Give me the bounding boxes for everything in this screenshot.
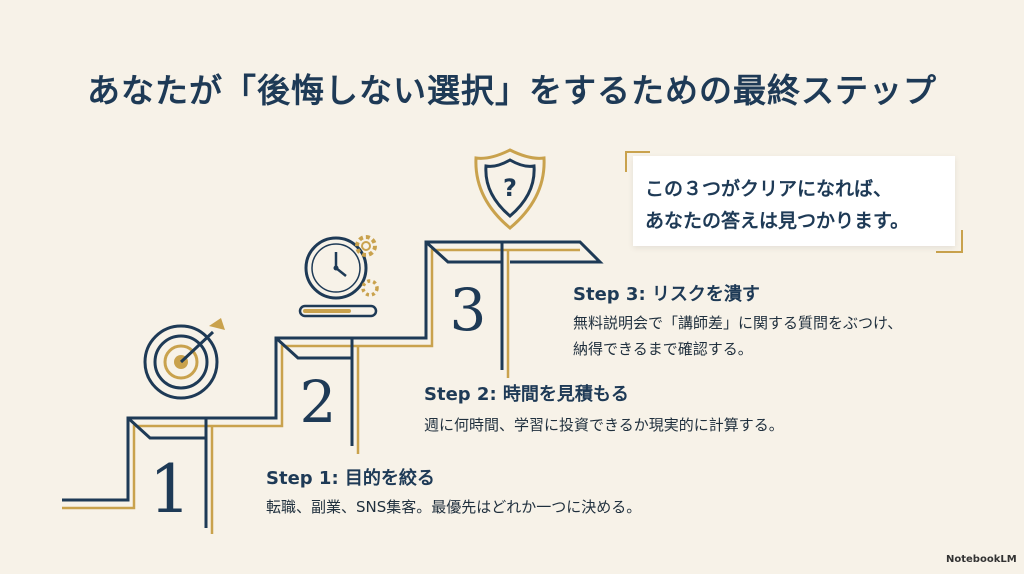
svg-text:?: ? [503,174,517,202]
step-1-title: Step 1: 目的を絞る [266,468,435,489]
step-number-2: 2 [300,368,337,436]
target-icon [143,318,225,400]
staircase-gold-outline [62,248,580,534]
callout-box: この３つがクリアになれば、 あなたの答えは見つかります。 [633,156,955,246]
step-3-desc-line1: 無料説明会で「講師差」に関する質問をぶつけ、 [573,314,903,332]
callout-frame [625,151,963,253]
brand-label: NotebookLM [946,554,1017,565]
shield-question-icon: ? [474,148,546,230]
step-1-desc: 転職、副業、SNS集客。最優先はどれか一つに決める。 [266,498,642,516]
step-number-1: 1 [149,451,191,528]
clock-gear-icon [298,235,379,318]
callout-line-2: あなたの答えは見つかります。 [645,210,910,232]
page-title: あなたが「後悔しない選択」をするための最終ステップ [87,71,937,110]
staircase-navy-outline [62,240,604,528]
step-number-3: 3 [450,276,487,344]
step-3-desc-line2: 納得できるまで確認する。 [573,340,753,358]
step-2-desc: 週に何時間、学習に投資できるか現実的に計算する。 [424,416,784,434]
step-3-title: Step 3: リスクを潰す [573,284,760,305]
step-2-title: Step 2: 時間を見積もる [424,384,629,405]
callout-line-1: この３つがクリアになれば、 [645,178,893,200]
